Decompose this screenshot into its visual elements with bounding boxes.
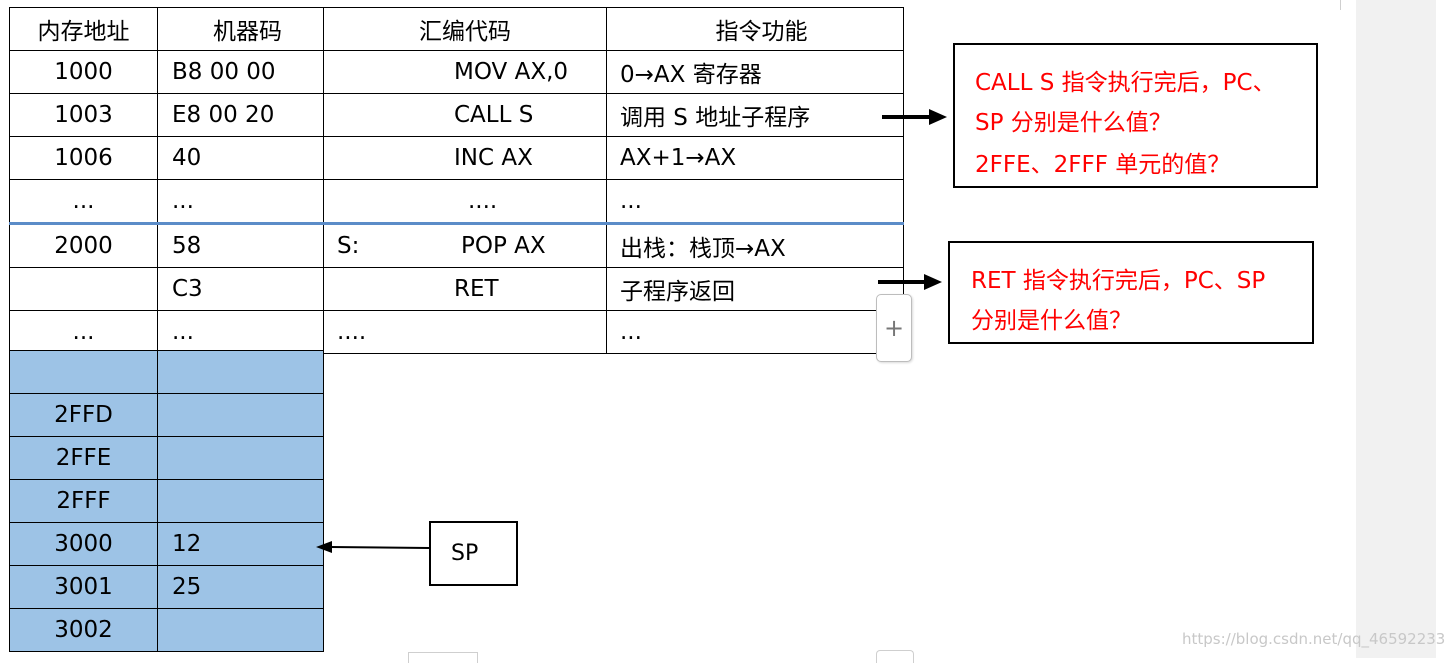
table-row: 1000 B8 00 00 MOV AX,0 0→AX 寄存器 — [9, 50, 904, 94]
sp-arrow-line — [329, 546, 430, 549]
cell-address: ... — [9, 179, 158, 225]
sp-arrow-head — [316, 541, 332, 553]
cell-function: 调用 S 地址子程序 — [606, 93, 904, 137]
asm-text: POP AX — [461, 233, 546, 259]
table-row: 1006 40 INC AX AX+1→AX — [9, 136, 904, 180]
cell-assembly: CALL S — [323, 93, 607, 137]
stack-value — [157, 350, 324, 394]
table-row: 1003 E8 00 20 CALL S 调用 S 地址子程序 — [9, 93, 904, 137]
table-row: ... ... .... ... — [9, 310, 904, 354]
stack-address: 2FFE — [9, 436, 158, 480]
cell-assembly: RET — [323, 267, 607, 311]
stack-row: 3002 — [9, 608, 324, 652]
table-row: ... ... .... ... — [9, 179, 904, 225]
stack-address: 3001 — [9, 565, 158, 609]
stack-value — [157, 393, 324, 437]
cell-assembly: .... — [323, 179, 607, 225]
stack-address: 2FFD — [9, 393, 158, 437]
asm-label: S: — [337, 233, 360, 259]
header-address: 内存地址 — [9, 7, 158, 51]
cell-function: ... — [606, 179, 904, 225]
cell-address: 1006 — [9, 136, 158, 180]
cell-function: ... — [606, 310, 904, 354]
stack-address: 3002 — [9, 608, 158, 652]
asm-text: INC AX — [454, 145, 533, 171]
sp-label: SP — [451, 541, 479, 566]
cell-function: 0→AX 寄存器 — [606, 50, 904, 94]
call-note-line-1: CALL S 指令执行完后，PC、 — [975, 70, 1276, 96]
cell-assembly: .... — [323, 310, 607, 354]
stack-value — [157, 436, 324, 480]
cell-machine-code: ... — [157, 179, 324, 225]
asm-text: CALL S — [454, 102, 534, 128]
call-note-line-2: SP 分别是什么值？ — [975, 110, 1172, 136]
stack-row: 2FFE — [9, 436, 324, 480]
cell-function: 出栈：栈顶→AX — [606, 223, 904, 268]
instruction-table: 内存地址 机器码 汇编代码 指令功能 1000 B8 00 00 MOV AX,… — [9, 7, 904, 354]
cell-address: 2000 — [9, 223, 158, 268]
asm-text: MOV AX,0 — [454, 59, 569, 85]
stack-row: 2FFF — [9, 479, 324, 523]
stack-address: 3000 — [9, 522, 158, 566]
cell-address: ... — [9, 310, 158, 354]
call-arrow-head — [929, 109, 947, 125]
call-question-box: CALL S 指令执行完后，PC、 SP 分别是什么值？ 2FFE、2FFF 单… — [953, 43, 1318, 188]
stack-value — [157, 479, 324, 523]
cell-machine-code: ... — [157, 310, 324, 354]
add-button[interactable]: + — [876, 294, 912, 362]
asm-text: .... — [468, 188, 498, 214]
ret-note-line-1: RET 指令执行完后，PC、SP — [971, 268, 1266, 294]
stack-value — [157, 608, 324, 652]
cell-function: AX+1→AX — [606, 136, 904, 180]
cell-machine-code: 40 — [157, 136, 324, 180]
sp-label-box: SP — [429, 521, 518, 586]
stack-address: 2FFF — [9, 479, 158, 523]
bottom-tab — [408, 652, 478, 663]
ret-note-line-2: 分别是什么值？ — [971, 308, 1132, 334]
ret-arrow-head — [924, 274, 942, 290]
stack-value: 25 — [157, 565, 324, 609]
cell-assembly: MOV AX,0 — [323, 50, 607, 94]
call-note-line-3: 2FFE、2FFF 单元的值？ — [975, 152, 1231, 178]
asm-text: RET — [454, 276, 499, 302]
table-header-row: 内存地址 机器码 汇编代码 指令功能 — [9, 7, 904, 51]
header-assembly: 汇编代码 — [323, 7, 607, 51]
divider — [1340, 0, 1341, 10]
bottom-tab — [876, 650, 914, 663]
ret-question-box: RET 指令执行完后，PC、SP 分别是什么值？ — [948, 241, 1314, 344]
cell-address: 1003 — [9, 93, 158, 137]
cell-assembly: INC AX — [323, 136, 607, 180]
asm-text: .... — [337, 319, 367, 345]
right-scroll-area — [1356, 0, 1436, 658]
stack-row: 2FFD — [9, 393, 324, 437]
watermark: https://blog.csdn.net/qq_46592233 — [1182, 630, 1445, 648]
